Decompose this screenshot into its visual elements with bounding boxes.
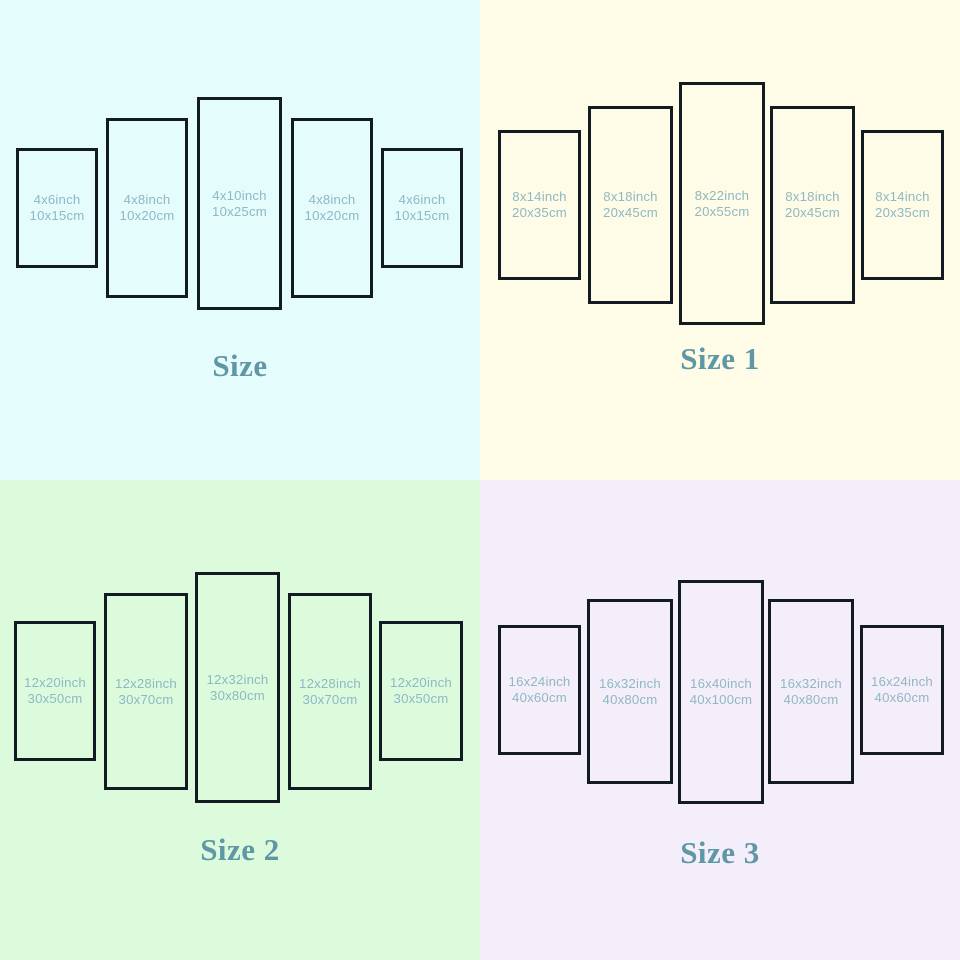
panel-label-inch: 8x14inch [512,189,567,205]
panel-label-inch: 12x20inch [390,675,452,691]
size-option-size[interactable]: 4x6inch 10x15cm 4x8inch 10x20cm 4x10inch… [0,0,480,480]
panel-label-cm: 30x50cm [393,691,449,706]
panel-label-cm: 40x100cm [689,692,753,707]
panel-label-inch: 12x32inch [206,671,269,687]
panel-label-cm: 10x15cm [394,208,450,223]
canvas-panel: 8x22inch 20x55cm [679,82,765,325]
panel-label-cm: 30x70cm [118,691,174,707]
canvas-panel: 16x24inch 40x60cm [498,625,581,755]
panel-label-cm: 40x80cm [783,691,839,707]
panel-label-inch: 12x28inch [115,675,177,691]
canvas-panel: 8x14inch 20x35cm [498,130,581,280]
panel-label-inch: 4x10inch [212,187,267,203]
canvas-panel: 16x32inch 40x80cm [768,599,854,784]
panel-group: 4x6inch 10x15cm 4x8inch 10x20cm 4x10inch… [0,0,480,400]
size-option-size-2[interactable]: 12x20inch 30x50cm 12x28inch 30x70cm 12x3… [0,480,480,960]
size-option-size-3[interactable]: 16x24inch 40x60cm 16x32inch 40x80cm 16x4… [480,480,960,960]
panel-label-inch: 4x8inch [308,192,356,208]
canvas-panel: 12x28inch 30x70cm [104,593,188,790]
canvas-panel: 8x14inch 20x35cm [861,130,944,280]
panel-label-inch: 8x14inch [875,189,930,205]
panel-label-inch: 16x32inch [780,675,842,691]
panel-label-inch: 8x22inch [694,187,750,203]
panel-label-cm: 40x60cm [512,690,567,705]
canvas-panel: 8x18inch 20x45cm [588,106,673,304]
panel-label-inch: 8x18inch [603,189,658,205]
panel-group: 12x20inch 30x50cm 12x28inch 30x70cm 12x3… [0,480,480,880]
panel-label-cm: 20x55cm [694,203,750,219]
panel-label-cm: 20x35cm [512,205,567,220]
panel-label-inch: 16x40inch [690,676,752,692]
canvas-panel: 8x18inch 20x45cm [770,106,855,304]
panel-label-cm: 30x80cm [210,687,265,703]
panel-label-cm: 30x50cm [27,691,83,706]
panel-label-cm: 30x70cm [302,691,358,707]
panel-label-cm: 20x45cm [603,205,658,220]
panel-label-cm: 10x25cm [212,203,267,219]
canvas-panel: 16x40inch 40x100cm [678,580,764,804]
canvas-panel: 12x20inch 30x50cm [14,621,96,761]
panel-label-cm: 20x35cm [875,205,930,220]
size-option-title: Size 1 [680,341,760,376]
panel-label-inch: 16x32inch [599,675,661,691]
panel-label-cm: 40x60cm [874,690,930,705]
canvas-panel: 16x24inch 40x60cm [860,625,944,755]
panel-label-inch: 4x6inch [33,192,81,208]
panel-label-cm: 10x20cm [304,208,360,223]
panel-label-cm: 10x15cm [29,208,85,223]
size-option-size-1[interactable]: 8x14inch 20x35cm 8x18inch 20x45cm 8x22in… [480,0,960,480]
panel-label-cm: 10x20cm [119,208,175,223]
canvas-panel: 12x32inch 30x80cm [195,572,280,803]
size-option-title: Size 2 [200,832,280,867]
panel-label-cm: 40x80cm [602,691,658,707]
panel-label-inch: 8x18inch [785,189,840,205]
canvas-panel: 4x6inch 10x15cm [381,148,463,268]
canvas-panel: 16x32inch 40x80cm [587,599,673,784]
panel-label-inch: 16x24inch [508,674,571,690]
panel-label-cm: 20x45cm [785,205,840,220]
panel-label-inch: 16x24inch [871,674,933,690]
panel-label-inch: 12x28inch [299,675,361,691]
panel-group: 16x24inch 40x60cm 16x32inch 40x80cm 16x4… [480,480,960,880]
canvas-panel: 4x10inch 10x25cm [197,97,282,310]
panel-group: 8x14inch 20x35cm 8x18inch 20x45cm 8x22in… [480,0,960,400]
canvas-panel: 4x8inch 10x20cm [106,118,188,298]
panel-label-inch: 4x6inch [398,192,446,208]
canvas-panel: 12x28inch 30x70cm [288,593,372,790]
canvas-panel: 4x6inch 10x15cm [16,148,98,268]
canvas-panel: 4x8inch 10x20cm [291,118,373,298]
size-option-title: Size 3 [680,835,760,870]
panel-label-inch: 12x20inch [24,675,86,691]
size-option-title: Size [212,348,268,383]
panel-label-inch: 4x8inch [123,192,171,208]
canvas-panel: 12x20inch 30x50cm [379,621,463,761]
